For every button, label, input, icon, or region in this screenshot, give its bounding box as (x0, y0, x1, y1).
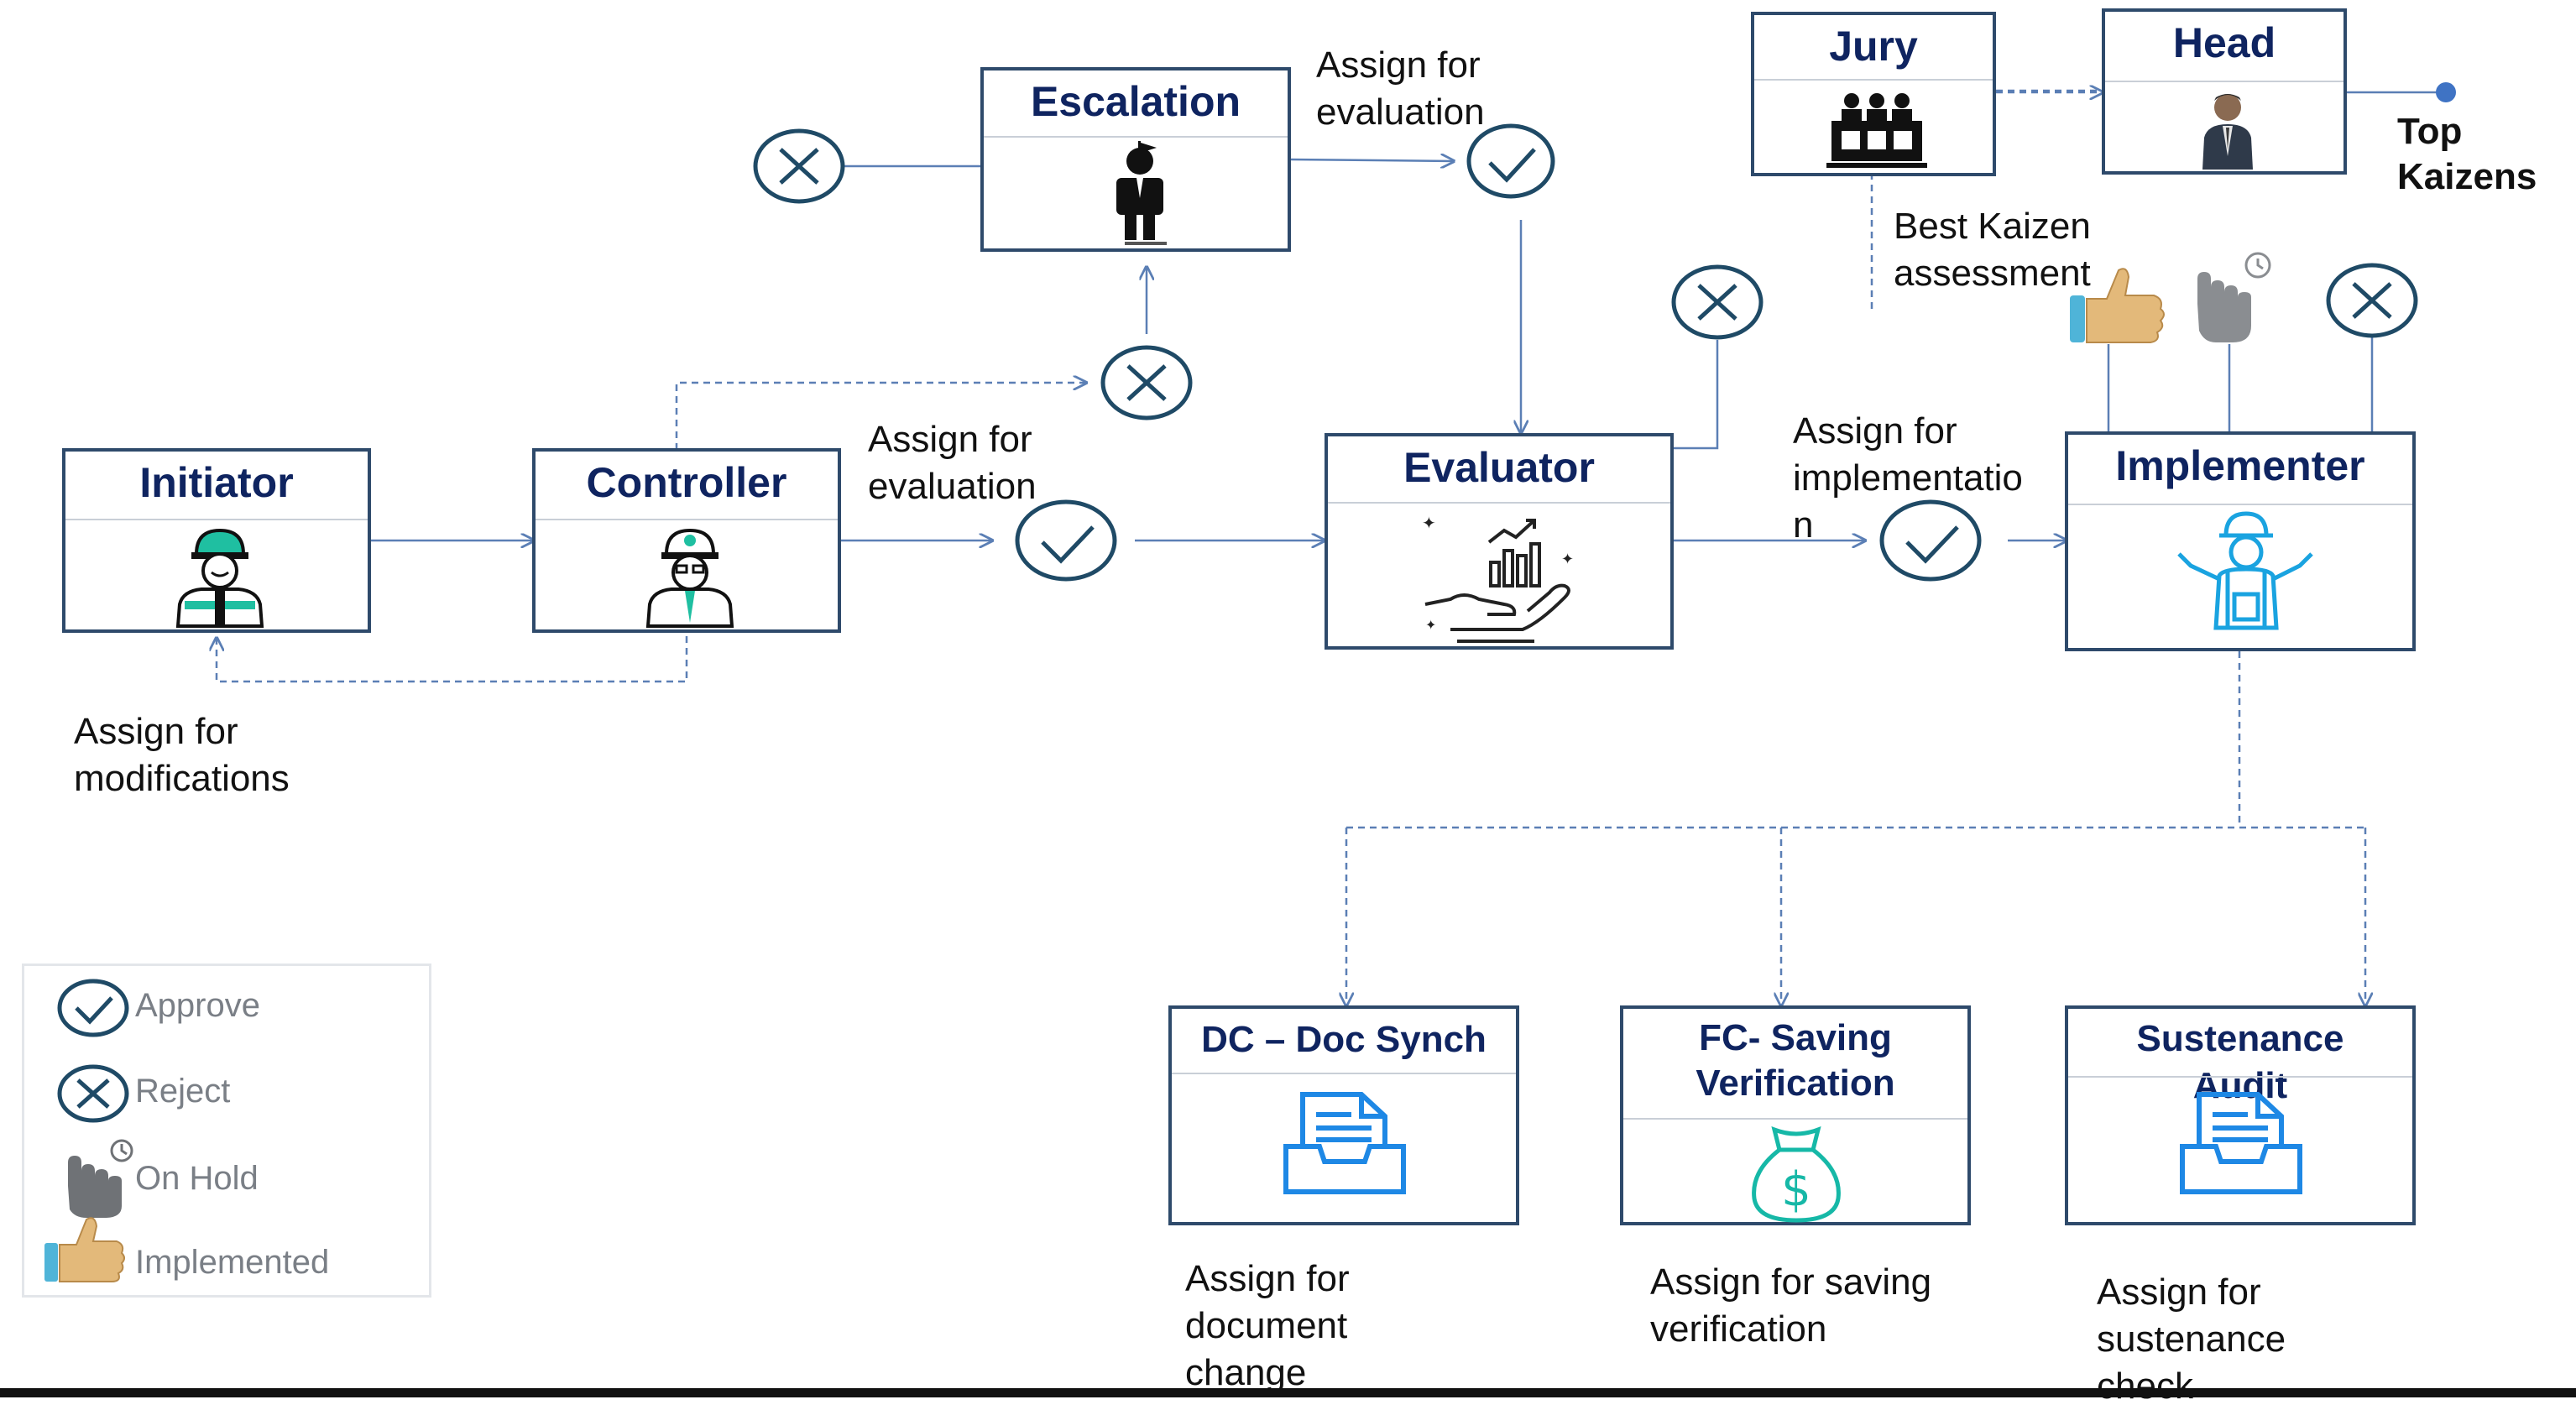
hand-clock-icon (68, 1139, 133, 1218)
implementer-title: Implementer (2115, 442, 2365, 489)
top-kaizens-label: Top Kaizens (2397, 111, 2537, 197)
implementer-worker-icon (2177, 511, 2313, 630)
top-kaizens-dot (2436, 82, 2456, 102)
approve-icon (1879, 499, 1982, 582)
implementer-node: Implementer (2065, 431, 2416, 651)
legend-implemented-label: Implemented (135, 1244, 330, 1281)
legend: Approve Reject On Hold Implemented (22, 964, 431, 1298)
fc-title-line1: FC- Saving (1699, 1017, 1892, 1058)
approve-icon (1015, 499, 1117, 582)
legend-on-hold-label: On Hold (135, 1160, 259, 1197)
sustenance-audit-node: Sustenance Audit (2065, 1005, 2416, 1225)
legend-implemented: Implemented (39, 1214, 409, 1290)
controller-person-icon (645, 528, 734, 628)
growth-hand-icon: ✦ ✦ ✦ (1422, 513, 1574, 643)
sustenance-title-line1: Sustenance (2136, 1018, 2344, 1059)
head-person-icon (2202, 94, 2253, 170)
svg-text:$: $ (1781, 1162, 1811, 1217)
x-circle-icon (57, 1064, 129, 1123)
svg-text:✦: ✦ (1425, 617, 1436, 633)
fc-saving-verification-node: FC- Saving Verification $ (1620, 1005, 1971, 1225)
document-tray-icon (1283, 1092, 1406, 1194)
approve-icon (1466, 123, 1555, 199)
thumbs-up-icon (2070, 268, 2165, 343)
legend-reject-label: Reject (135, 1073, 231, 1110)
jury-bench-icon (1826, 93, 1927, 168)
modifications-label: Assign for modifications (74, 711, 290, 799)
dc-doc-synch-node: DC – Doc Synch (1168, 1005, 1519, 1225)
edge-evaluator-reject (1674, 340, 1719, 450)
controller-node: Controller (532, 448, 841, 633)
fc-title-line2: Verification (1696, 1063, 1895, 1104)
escalation-title: Escalation (1030, 78, 1241, 125)
thumbs-up-icon (44, 1217, 125, 1282)
initiator-title: Initiator (139, 459, 294, 506)
check-circle-icon (57, 979, 129, 1037)
reject-icon (2326, 263, 2418, 338)
money-bag-icon: $ (1752, 1125, 1841, 1223)
legend-approve-label: Approve (135, 987, 260, 1024)
legend-approve: Approve (39, 969, 409, 1045)
evaluator-node: Evaluator ✦ ✦ ✦ (1325, 433, 1674, 650)
head-title: Head (2172, 19, 2276, 66)
sustenance-assign-label: Assign for sustenance check (2097, 1272, 2286, 1407)
worker-icon (175, 528, 264, 628)
reject-icon (753, 128, 845, 204)
legend-reject: Reject (39, 1055, 409, 1131)
bottom-border (0, 1388, 2576, 1397)
controller-assign-label: Assign for evaluation (868, 419, 1037, 507)
jury-node: Jury (1751, 12, 1996, 176)
hand-clock-icon (2197, 252, 2271, 342)
document-tray-icon (2180, 1092, 2302, 1194)
fc-title: FC- Saving Verification (1623, 1009, 1967, 1106)
evaluator-assign-label: Assign for implementatio n (1793, 410, 2023, 546)
dc-assign-label: Assign for document change (1185, 1258, 1350, 1393)
legend-on-hold: On Hold (39, 1132, 409, 1218)
reject-icon (1100, 345, 1193, 420)
svg-text:✦: ✦ (1422, 513, 1436, 533)
sustenance-title-line2: Audit (2192, 1065, 2288, 1106)
evaluator-title: Evaluator (1403, 444, 1595, 491)
escalation-node: Escalation (980, 67, 1291, 252)
fc-assign-label: Assign for saving verification (1650, 1261, 1932, 1350)
head-node: Head (2102, 8, 2347, 175)
initiator-node: Initiator (62, 448, 371, 633)
escalation-assign-label: Assign for evaluation (1316, 44, 1485, 133)
edge-escalation-approve (1289, 159, 1454, 161)
reject-icon (1671, 264, 1763, 340)
escalation-person-icon (1116, 141, 1167, 245)
jury-title: Jury (1829, 23, 1918, 70)
sustenance-title: Sustenance Audit (2068, 1009, 2412, 1110)
best-kaizen-label: Best Kaizen assessment (1894, 206, 2091, 294)
svg-text:✦: ✦ (1561, 551, 1574, 568)
dc-doc-synch-title: DC – Doc Synch (1201, 1019, 1487, 1060)
controller-title: Controller (586, 459, 787, 506)
